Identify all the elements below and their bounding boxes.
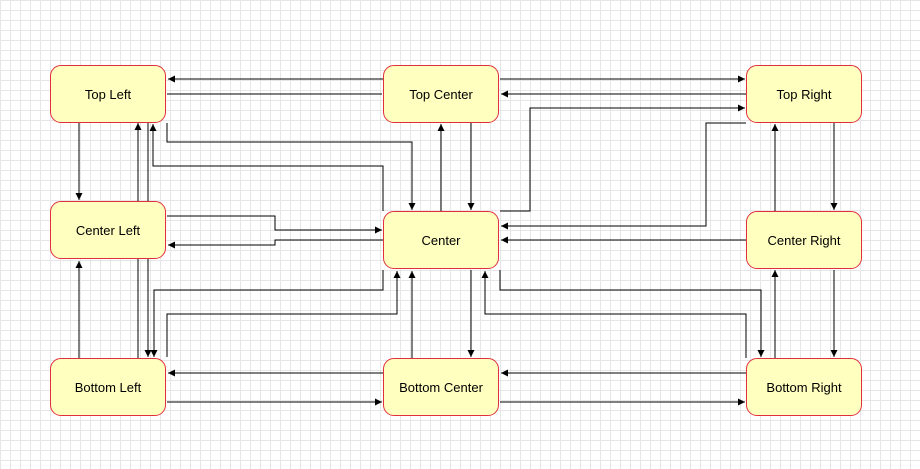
connector-center-to-tr: [500, 104, 745, 212]
node-center-left[interactable]: Center Left: [50, 201, 166, 259]
node-center[interactable]: Center: [383, 211, 499, 269]
connector-center-to-bl: [150, 270, 384, 357]
connector-center-to-tl: [149, 124, 384, 211]
node-center-right[interactable]: Center Right: [746, 211, 862, 269]
node-bottom-left[interactable]: Bottom Left: [50, 358, 166, 416]
node-top-center[interactable]: Top Center: [383, 65, 499, 123]
connector-br-to-center: [481, 271, 747, 358]
connector-tr-to-center: [501, 122, 746, 230]
connector-tl-to-center: [166, 123, 416, 210]
node-top-left[interactable]: Top Left: [50, 65, 166, 123]
connector-bl-to-center: [166, 271, 401, 357]
connector-center-to-cl: [168, 239, 383, 249]
node-top-right[interactable]: Top Right: [746, 65, 862, 123]
node-bottom-center[interactable]: Bottom Center: [383, 358, 499, 416]
connector-center-to-br: [499, 270, 765, 357]
node-bottom-right[interactable]: Bottom Right: [746, 358, 862, 416]
connector-cl-to-center: [167, 215, 382, 234]
